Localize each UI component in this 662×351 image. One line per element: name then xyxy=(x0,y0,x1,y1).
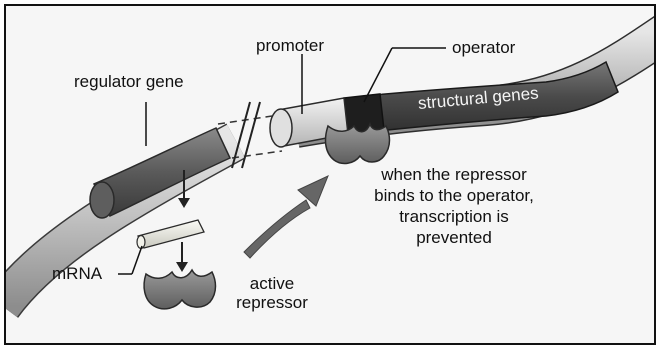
bound-repressor-protein-icon xyxy=(326,124,390,163)
active-repressor-label-line2: repressor xyxy=(220,293,324,312)
promoter-label: promoter xyxy=(256,36,324,55)
operator-label: operator xyxy=(452,38,515,57)
down-arrow-icon xyxy=(176,242,188,272)
caption-text: when the repressor binds to the operator… xyxy=(356,164,552,248)
mrna-molecule xyxy=(137,220,204,249)
mrna-label: mRNA xyxy=(52,264,102,283)
active-repressor-label: active repressor xyxy=(220,274,324,312)
caption-line-1: when the repressor xyxy=(356,164,552,185)
diagram-svg xyxy=(6,6,656,345)
caption-line-3: transcription is xyxy=(356,206,552,227)
operator-segment xyxy=(344,94,384,134)
caption-line-2: binds to the operator, xyxy=(356,185,552,206)
curved-arrow-icon xyxy=(244,176,328,258)
caption-line-4: prevented xyxy=(356,227,552,248)
diagram-frame: regulator gene promoter operator structu… xyxy=(4,4,656,345)
active-repressor-protein-icon xyxy=(144,270,215,309)
active-repressor-label-line1: active xyxy=(220,274,324,293)
regulator-gene-label: regulator gene xyxy=(74,72,184,91)
